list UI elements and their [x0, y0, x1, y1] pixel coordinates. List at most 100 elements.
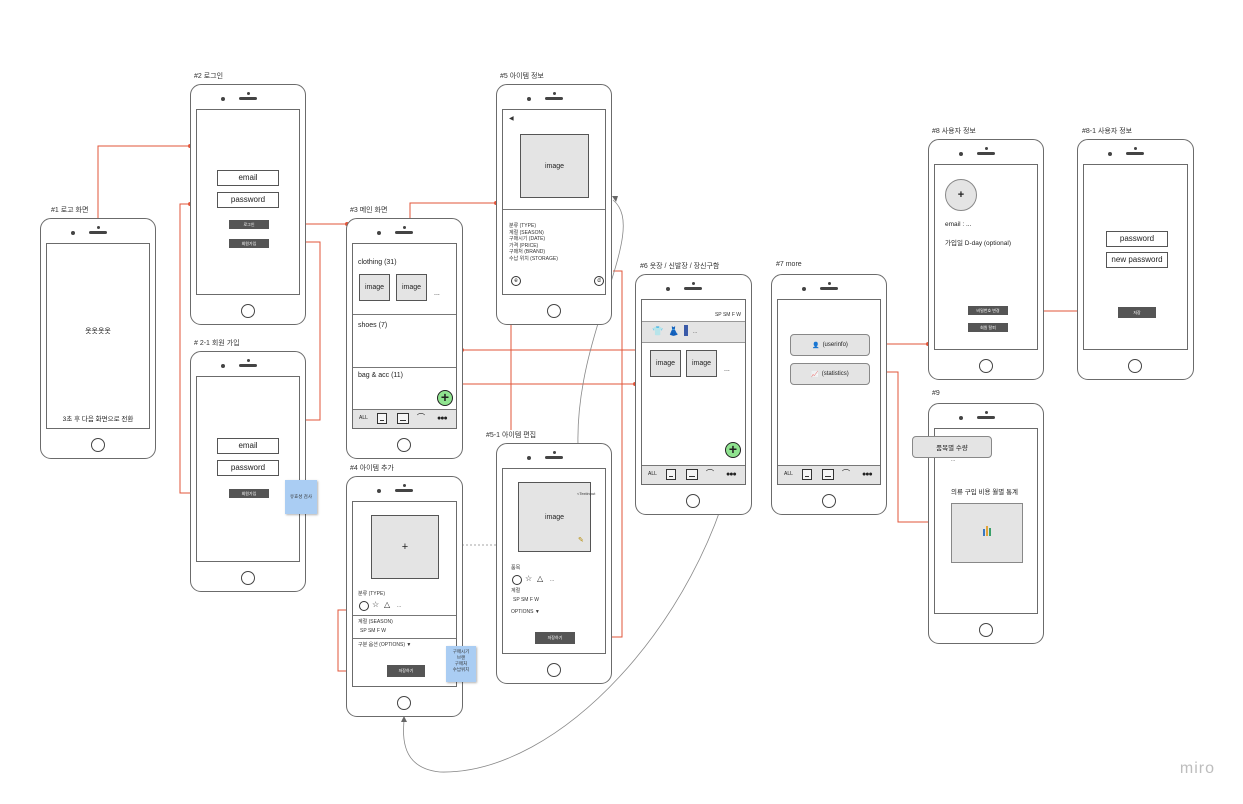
more-dots-icon[interactable]: ●●●: [726, 471, 737, 478]
hanger-icon[interactable]: ⌒: [842, 469, 850, 478]
count-by-category-button[interactable]: 품목별 수량: [912, 436, 992, 458]
shoe-rack-icon[interactable]: [686, 469, 698, 480]
hanger-icon[interactable]: ⌒: [417, 413, 425, 422]
phone-signup-screen: email password 회원가입: [190, 351, 306, 592]
camera-dot: [553, 92, 556, 95]
change-password-screen-area: password new password 저장: [1083, 164, 1188, 350]
add-photo-placeholder[interactable]: +: [371, 515, 439, 579]
login-button[interactable]: 로그인: [229, 220, 269, 229]
home-button[interactable]: [822, 494, 836, 508]
userinfo-button[interactable]: 👤 (userinfo): [790, 334, 870, 356]
star-shape-icon[interactable]: ☆: [372, 600, 380, 609]
triangle-shape-icon[interactable]: △: [537, 574, 544, 583]
save-button[interactable]: 저장하기: [387, 665, 425, 677]
home-button[interactable]: [241, 571, 255, 585]
signup-button[interactable]: 회원가입: [229, 239, 269, 248]
pants-icon[interactable]: [684, 325, 688, 336]
closet-icon[interactable]: [377, 413, 387, 424]
sensor-dot: [959, 416, 963, 420]
label-screen-1: #1 로고 화면: [51, 207, 89, 214]
home-button[interactable]: [979, 623, 993, 637]
home-button[interactable]: [241, 304, 255, 318]
home-button[interactable]: [979, 359, 993, 373]
home-button[interactable]: [397, 438, 411, 452]
options-dropdown[interactable]: OPTIONS ▼: [511, 609, 540, 615]
triangle-shape-icon[interactable]: △: [384, 600, 391, 609]
back-arrow-icon[interactable]: ◀: [509, 116, 514, 122]
category-ellipsis: ...: [550, 577, 555, 583]
tab-bar: ALL ⌒ ●●●: [642, 465, 745, 484]
category-shoes[interactable]: shoes (7): [358, 322, 388, 329]
speaker: [239, 97, 257, 100]
closet-image-1[interactable]: image: [650, 350, 681, 377]
shoe-rack-icon[interactable]: [822, 469, 834, 480]
password-field[interactable]: password: [217, 192, 279, 208]
season-filter[interactable]: SP SM F W: [714, 312, 741, 318]
closet-icon[interactable]: [666, 469, 676, 480]
edit-icon[interactable]: e: [511, 276, 521, 286]
home-button[interactable]: [397, 696, 411, 710]
delete-icon[interactable]: d: [594, 276, 604, 286]
statistics-button[interactable]: 📈 (statistics): [790, 363, 870, 385]
signup-email-field[interactable]: email: [217, 438, 279, 454]
category-clothing[interactable]: clothing (31): [358, 259, 397, 266]
signup-submit-button[interactable]: 회원가입: [229, 489, 269, 498]
avatar-add-button[interactable]: +: [945, 179, 977, 211]
home-button[interactable]: [547, 663, 561, 677]
type-ellipsis: ...: [397, 603, 402, 609]
chart-icon: 📈: [811, 371, 819, 378]
hanger-icon[interactable]: ⌒: [706, 469, 714, 478]
home-button[interactable]: [547, 304, 561, 318]
circle-shape-icon[interactable]: [512, 575, 522, 585]
current-password-field[interactable]: password: [1106, 231, 1168, 247]
withdraw-button[interactable]: 회원 탈퇴: [968, 323, 1008, 332]
clothing-image-1[interactable]: image: [359, 274, 390, 301]
more-dots-icon[interactable]: ●●●: [437, 415, 448, 422]
speaker: [89, 231, 107, 234]
home-button[interactable]: [686, 494, 700, 508]
dress-icon[interactable]: 👗: [668, 326, 680, 336]
closet-icon[interactable]: [802, 469, 812, 480]
save-button[interactable]: 저장하기: [535, 632, 575, 644]
season-options[interactable]: SP SM F W: [513, 597, 540, 603]
confirm-button[interactable]: 저장: [1118, 307, 1156, 318]
add-item-plus-icon[interactable]: +: [437, 390, 453, 406]
signup-password-field[interactable]: password: [217, 460, 279, 476]
speaker: [977, 416, 995, 419]
change-password-button[interactable]: 비밀번호 변경: [968, 306, 1008, 315]
camera-dot: [97, 226, 100, 229]
tab-all[interactable]: ALL: [359, 415, 368, 421]
camera-dot: [1134, 147, 1137, 150]
new-password-field[interactable]: new password: [1106, 252, 1168, 268]
clothing-image-2[interactable]: image: [396, 274, 427, 301]
season-options[interactable]: SP SM F W: [360, 628, 387, 634]
miro-watermark: miro: [1179, 760, 1215, 777]
star-shape-icon[interactable]: ☆: [525, 574, 533, 583]
tab-all[interactable]: ALL: [784, 471, 793, 477]
label-screen-5: #5 아이템 정보: [500, 73, 544, 80]
validation-sticky-note: 유효성 검사: [285, 480, 317, 514]
circle-shape-icon[interactable]: [359, 601, 369, 611]
email-field[interactable]: email: [217, 170, 279, 186]
edit-item-image[interactable]: image: [518, 482, 591, 552]
category-bag-acc[interactable]: bag & acc (11): [358, 372, 404, 379]
sticky-line: 브랜: [456, 655, 466, 660]
text-input-label[interactable]: <Textinput: [577, 491, 596, 496]
closet-image-2[interactable]: image: [686, 350, 717, 377]
info-brand: 구매처 (BRAND): [509, 249, 546, 255]
options-dropdown[interactable]: 구분 옵션 (OPTIONS) ▼: [358, 642, 412, 648]
home-button[interactable]: [1128, 359, 1142, 373]
shirt-icon[interactable]: 👕: [652, 326, 664, 336]
shoe-rack-icon[interactable]: [397, 413, 409, 424]
label-screen-4: #4 아이템 추가: [350, 465, 394, 472]
home-button[interactable]: [91, 438, 105, 452]
season-label: 계절 (SEASON): [358, 619, 393, 625]
pencil-icon[interactable]: ✎: [578, 537, 584, 544]
add-item-plus-icon[interactable]: +: [725, 442, 741, 458]
tab-all[interactable]: ALL: [648, 471, 657, 477]
more-dots-icon[interactable]: ●●●: [862, 471, 873, 478]
bar-chart-icon: [983, 529, 985, 536]
speaker: [545, 456, 563, 459]
phone-statistics-screen: ... 의류 구입 비용 월별 통계: [928, 403, 1044, 644]
